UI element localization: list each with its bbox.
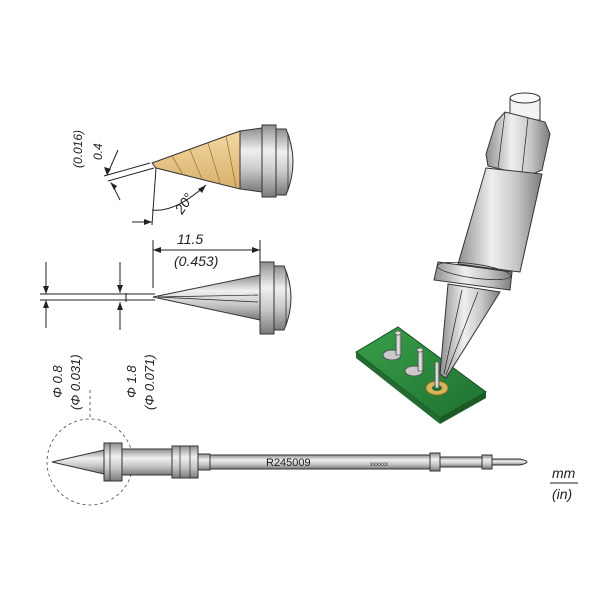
component-lead [404,347,424,377]
component-lead [382,330,402,361]
units-legend: mm (in) [550,465,578,502]
tip-thickness-dimension: 0.4 (0.016) [71,130,155,201]
part-number: R245009 [266,457,311,469]
tip-top-view [152,261,292,335]
cone-rear [273,265,292,331]
body-diameter-mm: Φ 1.8 [124,365,139,398]
length-mm: 11.5 [177,231,203,247]
diameter-dimensions: Φ 0.8 (Φ 0.031) Φ 1.8 (Φ 0.071) [40,262,157,410]
length-in: (0.453) [174,253,218,269]
tip-side-view [151,124,294,198]
tip-collar [261,124,277,198]
tip-thickness-mm: 0.4 [91,143,105,160]
tip-diameter-in: (Φ 0.031) [68,354,83,410]
chisel-hatching [171,135,237,188]
tip-thickness-in: (0.016) [71,130,85,168]
soldering-iron-3d [433,92,551,379]
units-in: (in) [552,486,572,502]
length-dimension: 11.5 (0.453) [152,231,261,288]
tip-diameter-mm: Φ 0.8 [50,365,65,398]
cone-collar [259,261,275,335]
tip-rear [275,128,294,196]
tip-body [239,127,263,193]
cartridge-marking: xxxxxx [370,462,388,468]
angle-value: 20° [171,190,197,218]
pcb-board [355,326,487,424]
cartridge-shaft [209,454,431,470]
cartridge-side-view: R245009 xxxxxx [46,390,528,506]
body-diameter-in: (Φ 0.071) [142,354,157,410]
units-mm: mm [552,465,576,481]
